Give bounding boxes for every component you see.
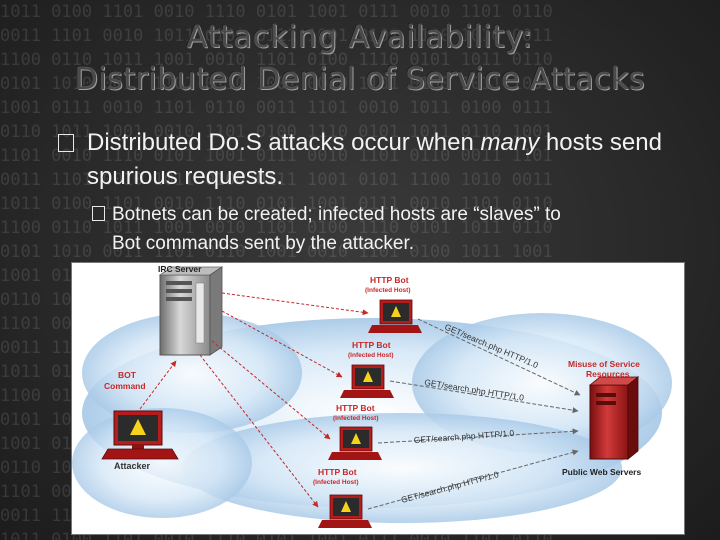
- bullet-text-2-line-1: Botnets can be created; infected hosts a…: [112, 204, 561, 225]
- http-bot-1-icon: [368, 299, 422, 333]
- irc-server-icon: [158, 266, 224, 356]
- slide-title-line-1: Attacking Availability:: [186, 20, 534, 55]
- http-bot-3-label: HTTP Bot: [336, 403, 375, 413]
- http-bot-3-icon: [328, 426, 382, 460]
- bullet-text-2: Botnets can be created; infected hosts a…: [112, 200, 712, 258]
- http-bot-4-sublabel: (Infected Host): [313, 479, 359, 486]
- bot-command-label-1: BOT: [118, 370, 137, 380]
- misuse-label-2: Resources: [586, 369, 630, 379]
- bullet-text-1-pre: Distributed Do.S attacks occur when: [87, 129, 481, 156]
- command-arrows: [139, 292, 369, 508]
- botnet-ddos-diagram: IRC Server BOT Command Attacker HTTP Bot…: [71, 262, 685, 535]
- bullet-text-1: Distributed Do.S attacks occur when many…: [87, 126, 687, 194]
- bot-command-label-2: Command: [104, 381, 146, 391]
- bullet-box-icon: [58, 134, 74, 152]
- sub-bullet-box-icon: [92, 206, 105, 221]
- http-bot-1-sublabel: (Infected Host): [365, 287, 411, 294]
- attacker-monitor-icon: [101, 410, 179, 460]
- slide-title-line-2: Distributed Denial of Service Attacks: [74, 62, 646, 97]
- http-bot-2-sublabel: (Infected Host): [348, 352, 394, 359]
- get-request-arrows: [367, 318, 581, 510]
- irc-server-label: IRC Server: [158, 264, 202, 274]
- bullet-text-2-line-2: Bot commands sent by the attacker.: [112, 233, 415, 254]
- http-bot-4-icon: [318, 494, 372, 528]
- public-web-servers-label: Public Web Servers: [562, 467, 641, 477]
- http-bot-1-label: HTTP Bot: [370, 275, 409, 285]
- public-web-server-icon: [588, 376, 640, 460]
- bullet-text-1-emphasis: many: [480, 129, 540, 156]
- http-bot-2-icon: [340, 364, 394, 398]
- misuse-label-1: Misuse of Service: [568, 359, 640, 369]
- attacker-label: Attacker: [114, 461, 151, 471]
- bullet-text-1-post: hosts send spurious requests.: [87, 129, 662, 190]
- http-bot-3-sublabel: (Infected Host): [333, 415, 379, 422]
- http-bot-2-label: HTTP Bot: [352, 340, 391, 350]
- http-bot-4-label: HTTP Bot: [318, 467, 357, 477]
